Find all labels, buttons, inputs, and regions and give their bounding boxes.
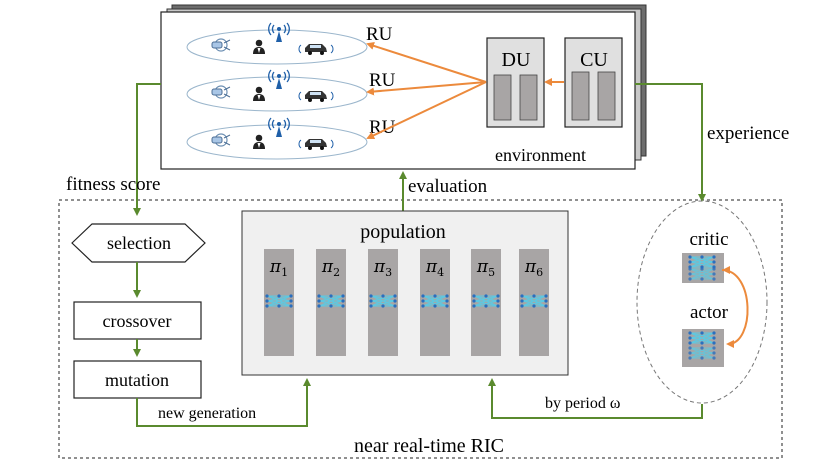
policy-1: π1 [264, 249, 294, 356]
policy-2-label: π2 [321, 257, 340, 279]
critic-label: critic [689, 229, 728, 250]
agent-ellipse [636, 200, 768, 404]
evaluation-label: evaluation [408, 176, 488, 197]
policy-1-label: π1 [269, 257, 288, 279]
environment-panel [160, 11, 636, 170]
du-to-ru3-arrow [366, 81, 487, 140]
ric-box [58, 199, 783, 459]
crossover-box: crossover [73, 301, 202, 340]
cu-label: CU [580, 49, 608, 71]
new-generation-label: new generation [158, 405, 256, 422]
policy-4-label: π4 [425, 257, 444, 279]
experience-arrow [635, 83, 706, 202]
policy-6: π6 [519, 249, 549, 356]
policy-5-label: π5 [476, 257, 495, 279]
new-generation-arrow [136, 378, 311, 427]
policy-2: π2 [316, 249, 346, 356]
population-panel [241, 210, 569, 376]
fitness-score-arrow [133, 83, 161, 216]
critic-network [682, 253, 724, 283]
by-period-arrow [488, 378, 703, 419]
mutation-box: mutation [73, 360, 202, 399]
policy-3: π3 [368, 249, 398, 356]
du-to-ru1-arrow [366, 42, 487, 83]
ru-label-3: RU [369, 117, 396, 138]
selection-label: selection [107, 233, 171, 253]
actor-label: actor [690, 302, 729, 323]
policy-4: π4 [420, 249, 450, 356]
cu-block: CU [564, 37, 623, 128]
selection-diamond: selection [71, 223, 206, 263]
fitness-score-label: fitness score [66, 174, 160, 195]
du-label: DU [502, 49, 531, 71]
cell-3 [186, 117, 368, 160]
by-period-label: by period ω [545, 395, 620, 412]
population-label: population [360, 221, 446, 243]
ru-label-1: RU [366, 24, 393, 45]
policy-5: π5 [471, 249, 501, 356]
environment-label: environment [495, 145, 586, 165]
mutation-label: mutation [105, 370, 169, 390]
ric-label: near real-time RIC [354, 435, 504, 457]
du-block: DU [486, 37, 545, 128]
critic-to-actor-arrow [721, 269, 749, 348]
experience-label: experience [707, 123, 789, 144]
ru-label-2: RU [369, 70, 396, 91]
actor-to-critic-arrowhead [722, 266, 730, 274]
crossover-label: crossover [103, 311, 172, 331]
policy-6-label: π6 [524, 257, 543, 279]
policy-3-label: π3 [373, 257, 392, 279]
du-to-ru2-arrow [366, 81, 487, 96]
actor-network [682, 329, 724, 367]
